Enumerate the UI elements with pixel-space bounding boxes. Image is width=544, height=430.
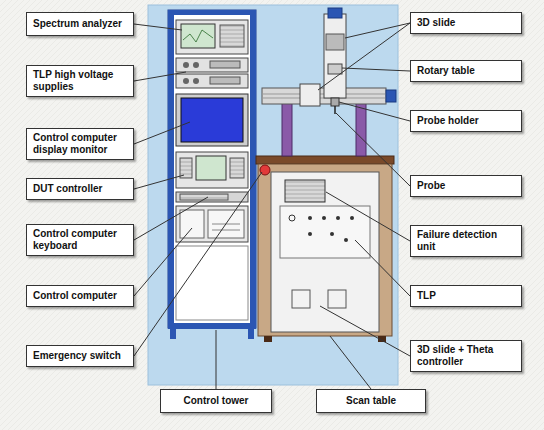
callout-box: 3D slide: [410, 12, 522, 34]
callout-label: Control tower: [184, 395, 249, 407]
callout-box: Failure detection unit: [410, 225, 522, 257]
callout-label: Rotary table: [417, 65, 475, 77]
callout-box: Probe: [410, 175, 522, 197]
callout-box: DUT controller: [26, 178, 134, 200]
callout-label: 3D slide: [417, 17, 455, 29]
callout-label: Control computer display monitor: [33, 132, 127, 156]
control-tower: [168, 10, 256, 339]
leader-lines: [134, 23, 410, 389]
callout-label: Probe holder: [417, 115, 479, 127]
callout-box: TLP: [410, 285, 522, 307]
callout-label: Control computer keyboard: [33, 228, 127, 252]
scan-table: [256, 156, 394, 342]
callout-label: DUT controller: [33, 183, 102, 195]
callout-box: 3D slide + Theta controller: [410, 340, 522, 372]
callout-label: Probe: [417, 180, 445, 192]
callout-label: Failure detection unit: [417, 229, 515, 253]
callout-box: Spectrum analyzer: [26, 12, 134, 36]
callout-label: 3D slide + Theta controller: [417, 344, 515, 368]
callout-label: TLP: [417, 290, 436, 302]
callout-box: Emergency switch: [26, 345, 134, 367]
callout-label: Scan table: [346, 395, 396, 407]
callout-label: Control computer: [33, 290, 117, 302]
callout-box: Rotary table: [410, 60, 522, 82]
callout-box: Control computer display monitor: [26, 128, 134, 160]
callout-box: Probe holder: [410, 110, 522, 132]
callout-label: Emergency switch: [33, 350, 121, 362]
callout-box: Control computer: [26, 285, 134, 307]
callout-box: Control computer keyboard: [26, 224, 134, 256]
callout-label: Spectrum analyzer: [33, 18, 122, 30]
callout-box: TLP high voltage supplies: [26, 65, 134, 97]
caption-box: Control tower: [160, 389, 272, 413]
callout-label: TLP high voltage supplies: [33, 69, 127, 93]
caption-box: Scan table: [316, 389, 426, 413]
